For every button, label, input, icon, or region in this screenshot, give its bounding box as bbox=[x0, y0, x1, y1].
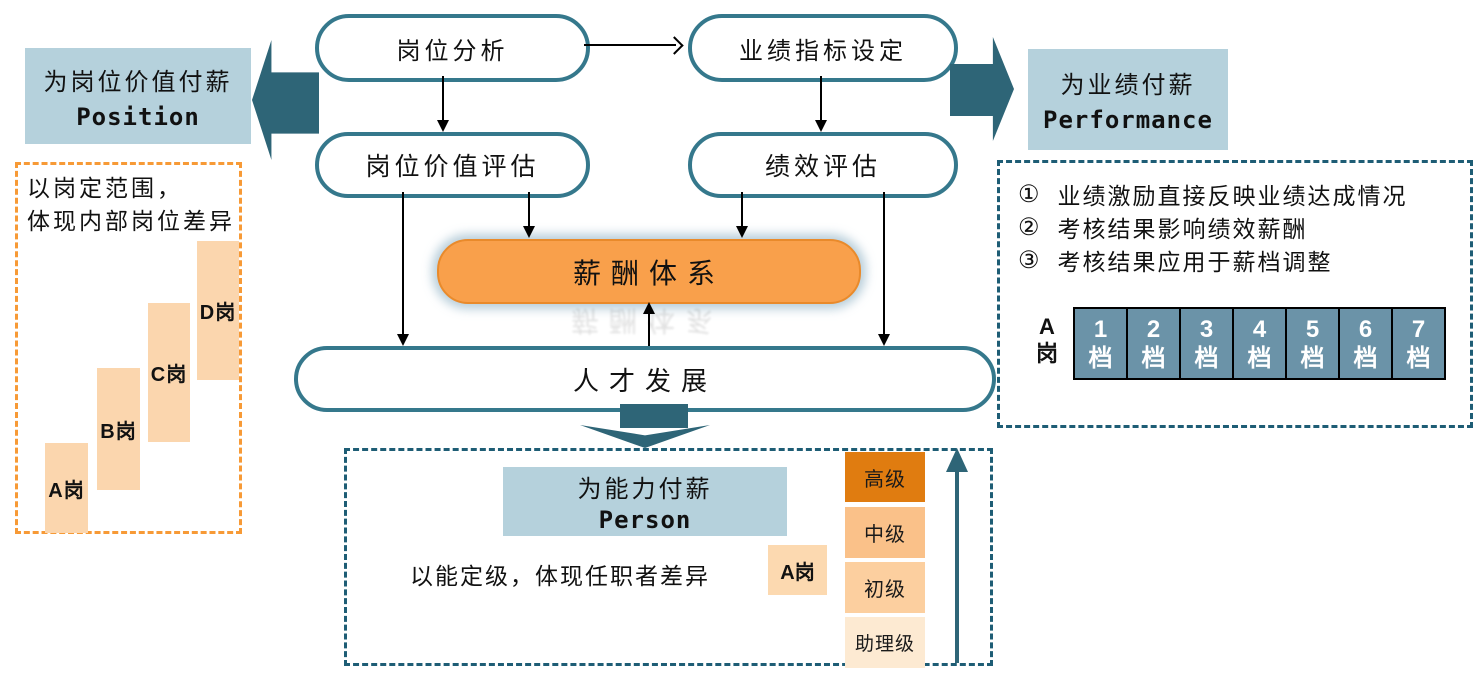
right-panel-list-item-2: ② 考核结果影响绩效薪酬 bbox=[1018, 210, 1308, 244]
bottom-panel-title-cn: 为能力付薪 bbox=[577, 476, 713, 503]
grade-cell-suffix: 档 bbox=[1406, 344, 1431, 372]
right-block-arrow-icon bbox=[950, 37, 1014, 141]
connector-eval-to-compensation bbox=[528, 192, 530, 228]
grade-cell-num: 5 bbox=[1305, 315, 1320, 343]
bottom-panel-title-en: Person bbox=[598, 506, 692, 534]
grade-cell-num: 2 bbox=[1146, 315, 1161, 343]
connector-perf-to-compensation bbox=[741, 192, 743, 228]
grade-cell-num: 4 bbox=[1252, 315, 1267, 343]
bottom-panel-note: 以能定级，体现任职者差异 bbox=[410, 563, 710, 589]
list-text-2: 考核结果影响绩效薪酬 bbox=[1057, 216, 1308, 242]
connector-talent-to-compensation bbox=[648, 313, 650, 346]
list-number-1: ① bbox=[1018, 180, 1042, 208]
grade-cell-suffix: 档 bbox=[1141, 344, 1166, 372]
node-position-analysis: 岗位分析 bbox=[315, 14, 590, 82]
connector-analysis-to-kpi bbox=[584, 44, 676, 46]
grade-cell-3: 3 档 bbox=[1179, 307, 1234, 380]
grade-row-label-cn: 岗 bbox=[1035, 341, 1058, 366]
arrowhead-up-icon bbox=[643, 302, 655, 314]
grade-cell-4: 4 档 bbox=[1232, 307, 1287, 380]
right-panel-header: 为业绩付薪 Performance bbox=[1028, 49, 1228, 150]
thick-down-arrow-stem bbox=[620, 404, 688, 428]
arrowhead-down-icon bbox=[437, 120, 449, 132]
grade-cell-num: 3 bbox=[1199, 315, 1214, 343]
node-performance-eval: 绩效评估 bbox=[688, 132, 958, 198]
level-middle: 中级 bbox=[845, 507, 925, 558]
left-panel-note-line2: 体现内部岗位差异 bbox=[27, 208, 235, 234]
connector-analysis-to-eval bbox=[442, 76, 444, 122]
left-panel-header: 为岗位价值付薪 Position bbox=[25, 48, 251, 144]
grade-cell-num: 7 bbox=[1411, 315, 1426, 343]
node-talent-development: 人才发展 bbox=[294, 346, 996, 412]
right-panel-title-cn: 为业绩付薪 bbox=[1060, 72, 1196, 99]
connector-perf-to-talent bbox=[883, 192, 885, 336]
level-senior: 高级 bbox=[845, 452, 925, 502]
right-panel-list-item-3: ③ 考核结果应用于薪档调整 bbox=[1018, 243, 1333, 277]
node-kpi-setting: 业绩指标设定 bbox=[688, 14, 958, 82]
arrowhead-down-icon bbox=[736, 226, 748, 238]
grade-cell-2: 2 档 bbox=[1126, 307, 1181, 380]
grade-cell-num: 1 bbox=[1093, 315, 1108, 343]
level-junior: 初级 bbox=[845, 562, 925, 613]
arrowhead-open-right-icon bbox=[665, 36, 684, 55]
grade-cell-suffix: 档 bbox=[1088, 344, 1113, 372]
stair-bar-d: D岗 bbox=[197, 241, 239, 380]
grade-cell-6: 6 档 bbox=[1338, 307, 1393, 380]
node-position-value-eval: 岗位价值评估 bbox=[315, 132, 590, 198]
grade-cell-suffix: 档 bbox=[1194, 344, 1219, 372]
grade-cell-suffix: 档 bbox=[1247, 344, 1272, 372]
grade-cell-suffix: 档 bbox=[1353, 344, 1378, 372]
right-panel-dashed-box bbox=[997, 160, 1473, 428]
left-block-arrow-icon bbox=[252, 40, 319, 160]
arrowhead-down-icon bbox=[878, 334, 890, 346]
left-panel-title-en: Position bbox=[76, 102, 200, 131]
arrowhead-down-icon bbox=[523, 226, 535, 238]
node-compensation-system: 薪酬体系 bbox=[437, 239, 861, 304]
list-number-3: ③ bbox=[1018, 246, 1042, 274]
connector-eval-to-talent bbox=[402, 192, 404, 336]
arrowhead-down-icon bbox=[397, 334, 409, 346]
grade-row-label: A 岗 bbox=[1030, 313, 1064, 367]
grade-cell-1: 1 档 bbox=[1073, 307, 1128, 380]
grade-cell-5: 5 档 bbox=[1285, 307, 1340, 380]
grade-cell-num: 6 bbox=[1358, 315, 1373, 343]
left-panel-note: 以岗定范围， 体现内部岗位差异 bbox=[27, 172, 235, 238]
left-panel-title-cn: 为岗位价值付薪 bbox=[43, 68, 233, 96]
ladder-up-arrow-head-icon bbox=[946, 448, 968, 472]
arrowhead-down-icon bbox=[815, 120, 827, 132]
list-number-2: ② bbox=[1018, 213, 1042, 241]
level-assistant: 助理级 bbox=[845, 617, 925, 668]
left-panel-note-line1: 以岗定范围， bbox=[27, 175, 183, 201]
stair-bar-a: A岗 bbox=[45, 443, 88, 533]
connector-kpi-to-perf-eval bbox=[820, 76, 822, 122]
stair-bar-b: B岗 bbox=[97, 368, 140, 490]
list-text-1: 业绩激励直接反映业绩达成情况 bbox=[1057, 183, 1408, 209]
grade-row-label-letter: A bbox=[1039, 314, 1055, 339]
list-text-3: 考核结果应用于薪档调整 bbox=[1057, 249, 1333, 275]
right-panel-title-en: Performance bbox=[1043, 106, 1213, 134]
thick-down-arrow-head-icon bbox=[580, 425, 710, 448]
grade-cell-7: 7 档 bbox=[1391, 307, 1446, 380]
stair-bar-c: C岗 bbox=[148, 303, 190, 442]
ladder-up-arrow-line bbox=[955, 468, 959, 663]
grade-cell-suffix: 档 bbox=[1300, 344, 1325, 372]
bottom-post-box: A岗 bbox=[768, 545, 827, 595]
grade-cells-row: 1 档 2 档 3 档 4 档 5 档 6 档 7 档 bbox=[1073, 307, 1446, 380]
bottom-panel-header: 为能力付薪 Person bbox=[503, 467, 787, 536]
right-panel-list-item-1: ① 业绩激励直接反映业绩达成情况 bbox=[1018, 177, 1408, 211]
